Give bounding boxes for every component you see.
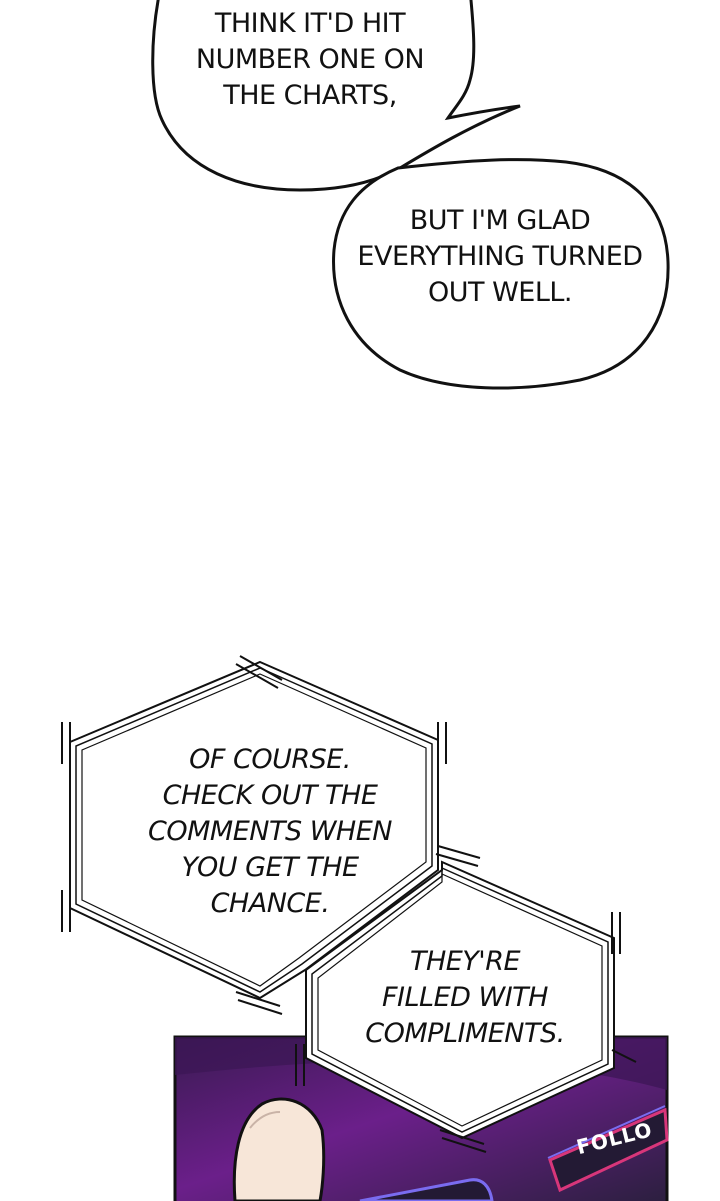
caption-box-1 [69, 660, 439, 1000]
speech-bubble-1 [151, 0, 521, 192]
finger [232, 1097, 326, 1201]
caption-box-1-text: OF COURSE. CHECK OUT THE COMMENTS WHEN Y… [148, 744, 392, 919]
speech-bubble-2 [332, 158, 670, 390]
speech-bubble-1-text: THINK IT'D HIT NUMBER ONE ON THE CHARTS, [195, 8, 425, 111]
caption-box-2 [305, 860, 615, 1140]
caption-corner-ticks [61, 655, 637, 1153]
speech-bubble-2-text: BUT I'M GLAD EVERYTHING TURNED OUT WELL. [357, 205, 643, 308]
follow-button-outline [548, 1107, 669, 1193]
caption-box-2-text: THEY'RE FILLED WITH COMPLIMENTS. [365, 946, 565, 1049]
